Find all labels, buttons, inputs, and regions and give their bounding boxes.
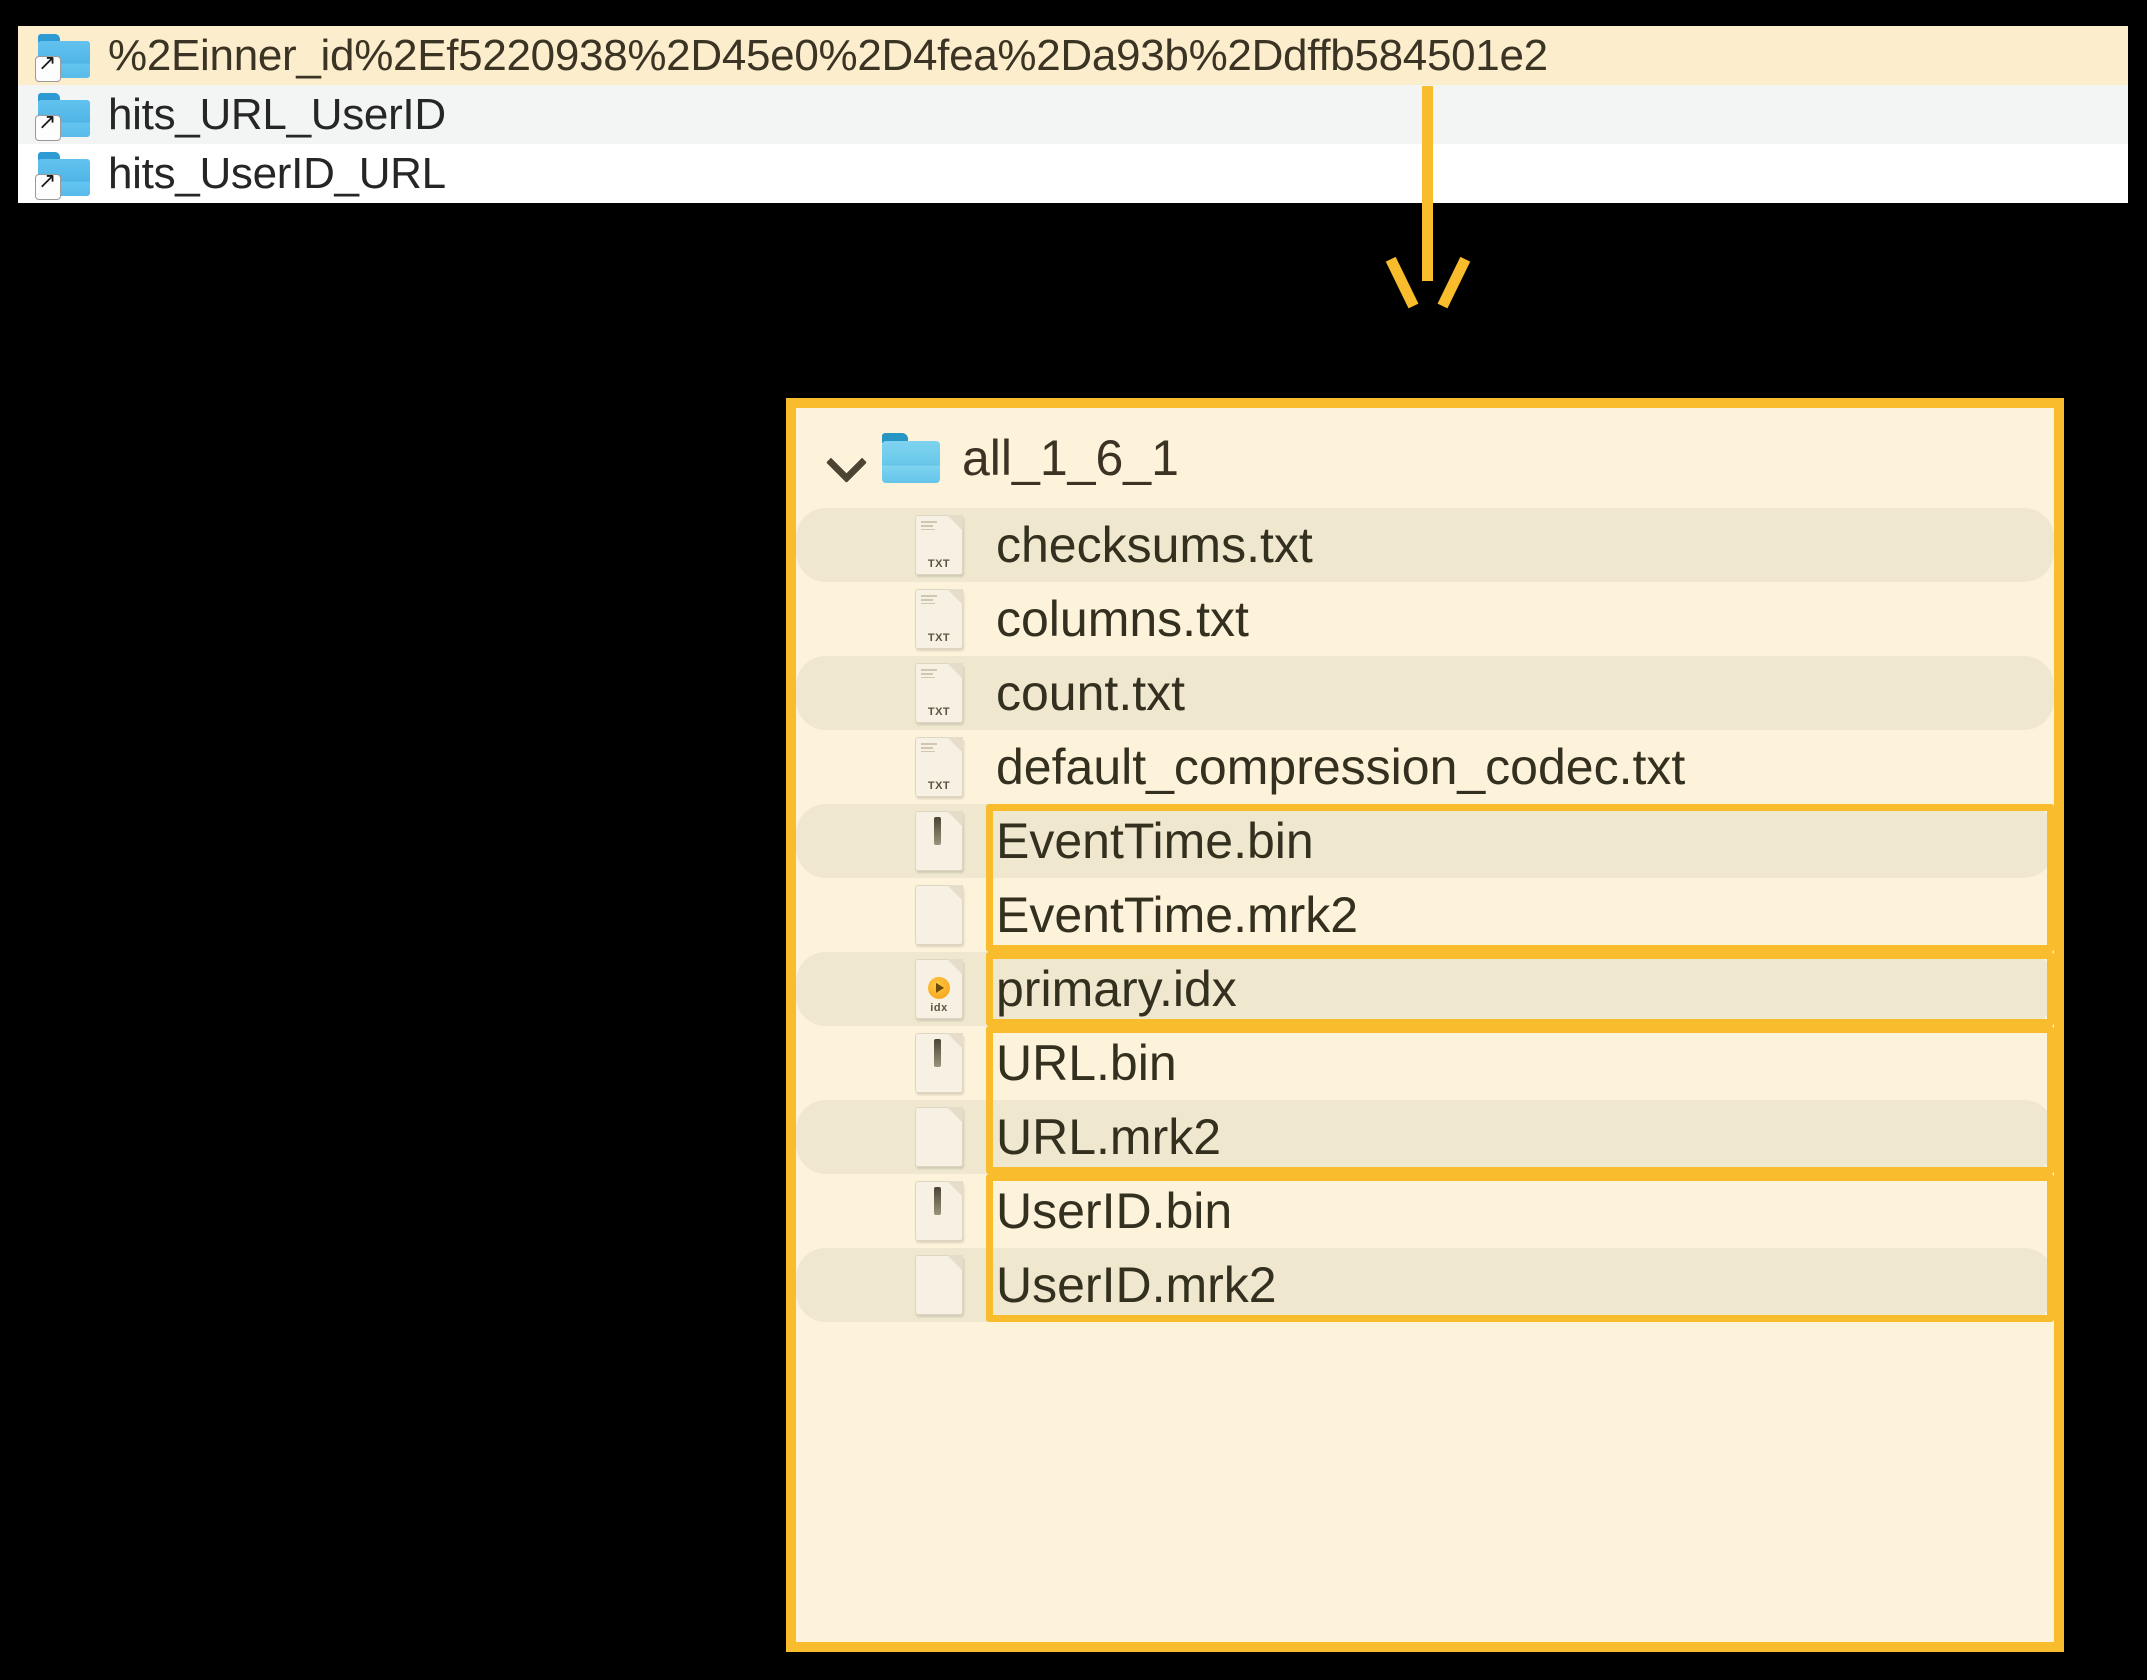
list-item[interactable]: hits_URL_UserID <box>18 85 2128 144</box>
mrk-file-icon <box>915 1255 963 1315</box>
txt-file-icon: TXT <box>915 737 963 797</box>
file-row[interactable]: idx primary.idx <box>796 952 2054 1026</box>
list-item-label: %2Einner_id%2Ef5220938%2D45e0%2D4fea%2Da… <box>108 30 1548 80</box>
folder-symlink-icon <box>36 33 90 81</box>
file-row[interactable]: UserID.mrk2 <box>796 1248 2054 1322</box>
file-icon-slot: idx <box>908 959 970 1019</box>
chevron-down-icon[interactable] <box>824 436 868 480</box>
file-name-label: UserID.mrk2 <box>996 1257 1277 1313</box>
list-item-label: hits_URL_UserID <box>108 89 446 139</box>
txt-file-icon: TXT <box>915 663 963 723</box>
file-name-label: EventTime.mrk2 <box>996 887 1359 943</box>
file-icon-slot <box>908 1107 970 1167</box>
file-name-label: URL.mrk2 <box>996 1109 1222 1165</box>
idx-file-icon: idx <box>915 959 963 1019</box>
file-icon-slot: TXT <box>908 515 970 575</box>
file-icon-slot: TXT <box>908 737 970 797</box>
file-icon-slot <box>908 1033 970 1093</box>
mrk-file-icon <box>915 1107 963 1167</box>
down-arrow-annotation <box>1385 86 1471 309</box>
folder-icon <box>882 433 940 483</box>
symlink-folder-list: %2Einner_id%2Ef5220938%2D45e0%2D4fea%2Da… <box>18 26 2128 203</box>
file-row[interactable]: EventTime.mrk2 <box>796 878 2054 952</box>
file-name-label: columns.txt <box>996 591 1249 647</box>
file-icon-slot: TXT <box>908 663 970 723</box>
folder-symlink-icon <box>36 151 90 199</box>
file-row[interactable]: EventTime.bin <box>796 804 2054 878</box>
txt-file-icon: TXT <box>915 589 963 649</box>
file-row[interactable]: TXT default_compression_codec.txt <box>796 730 2054 804</box>
file-name-label: URL.bin <box>996 1035 1177 1091</box>
file-icon-slot <box>908 885 970 945</box>
file-name-label: checksums.txt <box>996 517 1313 573</box>
folder-symlink-icon <box>36 92 90 140</box>
file-row[interactable]: URL.mrk2 <box>796 1100 2054 1174</box>
file-icon-slot <box>908 1181 970 1241</box>
file-icon-slot: TXT <box>908 589 970 649</box>
folder-label: all_1_6_1 <box>962 430 1179 486</box>
tree-folder-row[interactable]: all_1_6_1 <box>796 408 2054 508</box>
file-name-label: EventTime.bin <box>996 813 1314 869</box>
file-name-label: UserID.bin <box>996 1183 1233 1239</box>
mrk-file-icon <box>915 885 963 945</box>
file-row[interactable]: UserID.bin <box>796 1174 2054 1248</box>
list-item[interactable]: %2Einner_id%2Ef5220938%2D45e0%2D4fea%2Da… <box>18 26 2128 85</box>
file-name-label: count.txt <box>996 665 1185 721</box>
file-icon-slot <box>908 811 970 871</box>
file-icon-slot <box>908 1255 970 1315</box>
file-row[interactable]: TXT columns.txt <box>796 582 2054 656</box>
file-row[interactable]: TXT checksums.txt <box>796 508 2054 582</box>
file-row[interactable]: URL.bin <box>796 1026 2054 1100</box>
txt-file-icon: TXT <box>915 515 963 575</box>
file-name-label: primary.idx <box>996 961 1237 1017</box>
bin-file-icon <box>915 1181 963 1241</box>
file-name-label: default_compression_codec.txt <box>996 739 1686 795</box>
file-row[interactable]: TXT count.txt <box>796 656 2054 730</box>
bin-file-icon <box>915 811 963 871</box>
list-item[interactable]: hits_UserID_URL <box>18 144 2128 203</box>
bin-file-icon <box>915 1033 963 1093</box>
list-item-label: hits_UserID_URL <box>108 148 446 198</box>
